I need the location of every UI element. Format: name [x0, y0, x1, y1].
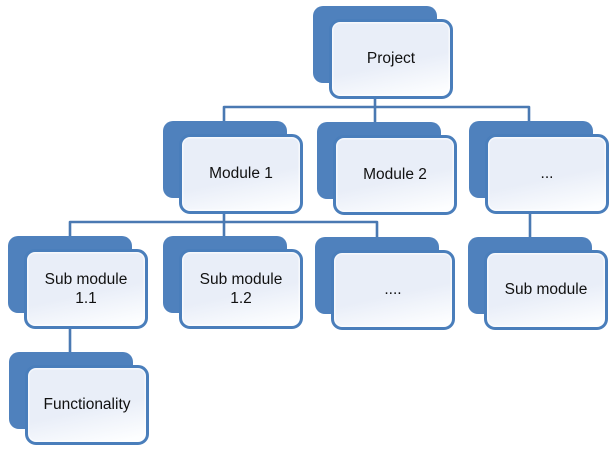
- node-label: Project: [366, 50, 416, 68]
- node-label: Sub module 1.2: [199, 270, 283, 307]
- node-front-panel: ....: [331, 250, 455, 330]
- node-label: Module 1: [209, 165, 273, 183]
- node-front-panel: Module 1: [179, 134, 303, 214]
- node-label: Module 2: [363, 166, 427, 184]
- node-sub-module: Sub module: [468, 237, 608, 330]
- node-sub-module-1-2: Sub module 1.2: [163, 236, 303, 329]
- edge-project-children-bracket: [222, 105, 531, 122]
- node-front-panel: Sub module: [484, 250, 608, 330]
- node-label: Sub module 1.1: [44, 270, 128, 307]
- node-front-panel: Module 2: [333, 135, 457, 215]
- node-front-panel: Functionality: [25, 365, 149, 445]
- node-sub-module-1-1: Sub module 1.1: [8, 236, 148, 329]
- node-front-panel: Sub module 1.2: [179, 249, 303, 329]
- node-module-1: Module 1: [163, 121, 303, 214]
- node-label: ...: [540, 165, 554, 183]
- node-modules-ellipsis: ...: [469, 121, 609, 214]
- node-functionality: Functionality: [9, 352, 149, 445]
- node-module-2: Module 2: [317, 122, 457, 215]
- node-label: ....: [384, 281, 402, 299]
- node-front-panel: ...: [485, 134, 609, 214]
- node-label: Functionality: [43, 396, 131, 414]
- node-project: Project: [313, 6, 453, 99]
- node-front-panel: Sub module 1.1: [24, 249, 148, 329]
- node-label: Sub module: [504, 281, 588, 299]
- node-front-panel: Project: [329, 19, 453, 99]
- node-sub-modules-ellipsis: ....: [315, 237, 455, 330]
